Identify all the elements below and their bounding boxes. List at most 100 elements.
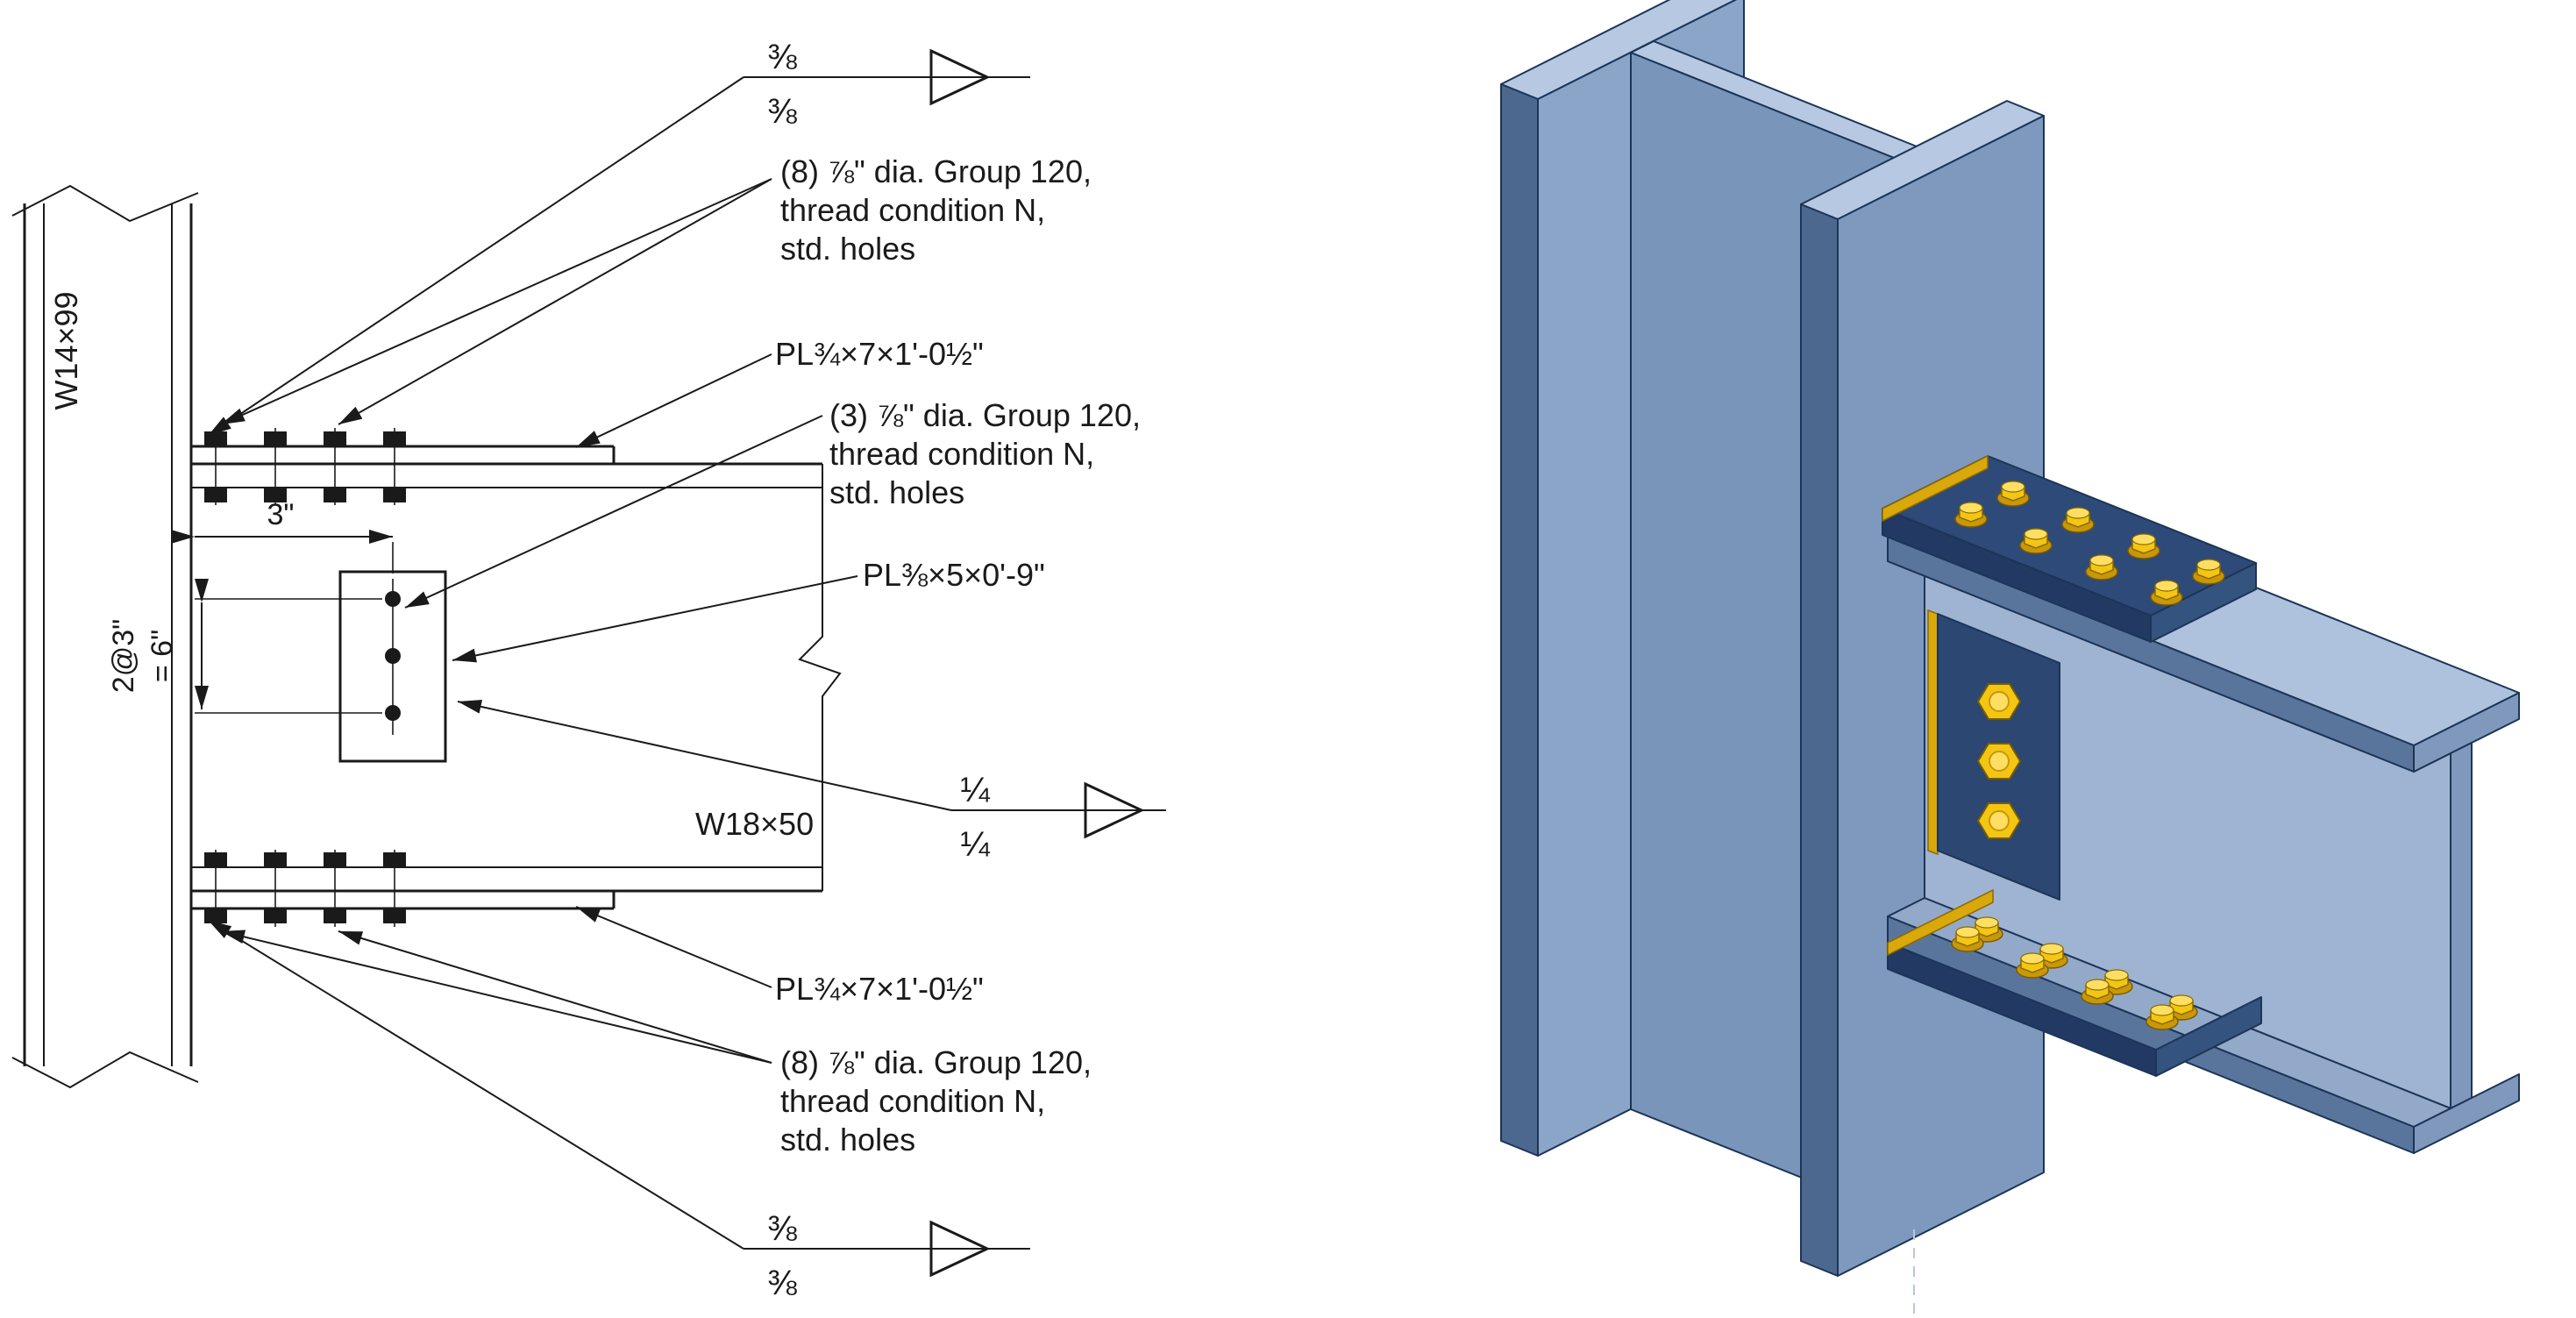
callout-web-bolts-line2: thread condition N, <box>829 436 1094 472</box>
bolt <box>264 488 287 502</box>
bolt <box>324 431 346 446</box>
plate-bottom-label: PL¾×7×1'-0½" <box>775 971 984 1007</box>
callout-top-bolts-line2: thread condition N, <box>780 192 1045 228</box>
render-top-plate <box>1882 454 2257 643</box>
leader-web-bolts <box>404 415 823 609</box>
bolt <box>204 488 227 502</box>
beam-size-label: W18×50 <box>695 806 814 842</box>
top-flange-plate <box>191 428 616 505</box>
weld-size-top: ⅜ <box>767 38 797 76</box>
leader-weld-web <box>457 699 952 811</box>
callout-web-bolts-line1: (3) ⅞" dia. Group 120, <box>829 397 1141 433</box>
bolt-3d <box>2127 533 2160 559</box>
dimension-horizontal: 3" <box>171 498 394 574</box>
weld-size-bottom: ¼ <box>960 825 990 864</box>
bolt-3d <box>2150 580 2183 606</box>
leader-lines <box>207 76 952 1250</box>
bolt-3d <box>2145 1004 2179 1030</box>
leader-weld-top <box>207 76 744 437</box>
weld-symbol-web: ¼ ¼ <box>951 771 1166 864</box>
render-3d <box>1500 0 2520 1315</box>
callout-web-bolts-line3: std. holes <box>829 474 964 510</box>
column-far-flange-edge <box>1500 83 1539 1157</box>
leader-plate-bottom <box>575 906 772 988</box>
web-bolt <box>385 648 401 664</box>
callout-bottom-bolts-line1: (8) ⅞" dia. Group 120, <box>780 1044 1092 1080</box>
web-plate-weld <box>1927 609 1939 856</box>
weld-symbol-bottom: ⅜ ⅜ <box>744 1209 1030 1302</box>
leader-bottom-bolts-2 <box>338 930 772 1064</box>
fillet-weld-triangle <box>929 1220 991 1278</box>
plate-web-label: PL⅜×5×0'-9" <box>863 557 1045 593</box>
web-bolt <box>385 705 401 721</box>
web-plate <box>338 570 447 763</box>
bolt <box>383 431 406 446</box>
column-near-flange-edge <box>1800 203 1839 1277</box>
weld-size-bottom: ⅜ <box>767 92 797 131</box>
leader-plate-top <box>575 353 772 448</box>
bolt-3d <box>2081 979 2114 1005</box>
render-column <box>1500 0 2045 1277</box>
dimension-vertical: 2@3" = 6" <box>107 579 382 714</box>
callouts: (8) ⅞" dia. Group 120, thread condition … <box>775 153 1141 1158</box>
bottom-plate-weld <box>1887 888 1994 957</box>
elevation-drawing: W14×99 W18×50 <box>11 38 1166 1302</box>
callout-bottom-bolts-line2: thread condition N, <box>780 1083 1045 1119</box>
column-size-label: W14×99 <box>48 291 84 410</box>
bolt <box>264 908 287 923</box>
bolt <box>383 852 406 867</box>
dimension-text: = 6" <box>146 630 179 682</box>
web-plate-bolts <box>1977 683 2021 839</box>
beam-break-symbol <box>798 464 842 891</box>
leader-bottom-bolts-1 <box>220 930 772 1064</box>
bolt-3d <box>2061 507 2095 533</box>
render-web-plate <box>1927 609 2060 901</box>
bolt <box>383 908 406 923</box>
bolt-3d <box>2192 559 2225 585</box>
bolt <box>324 908 346 923</box>
bolt-3d <box>1996 481 2030 507</box>
break-symbol-top <box>11 184 199 223</box>
bolt <box>383 488 406 502</box>
beam-web-end <box>2450 742 2473 1109</box>
web-bolt <box>385 591 401 607</box>
bolt <box>324 488 346 502</box>
flange-bolts-top <box>204 428 406 505</box>
leader-weld-bottom <box>207 919 744 1250</box>
flange-bolts-bottom <box>204 850 406 927</box>
break-symbol-bottom <box>11 1051 199 1089</box>
bolt <box>264 431 287 446</box>
weld-size-top: ⅜ <box>767 1209 797 1248</box>
weld-symbol-top: ⅜ ⅜ <box>744 38 1030 131</box>
bolt <box>204 852 227 867</box>
bottom-flange-plate <box>191 850 616 927</box>
render-bottom-plate <box>1887 888 2262 1077</box>
bolt <box>264 852 287 867</box>
column-elevation: W14×99 <box>11 184 199 1089</box>
bolt-3d <box>1954 502 1988 528</box>
bolt <box>204 908 227 923</box>
bolt <box>324 852 346 867</box>
fillet-weld-triangle <box>1084 781 1145 839</box>
callout-top-bolts-line3: std. holes <box>780 231 915 267</box>
weld-size-top: ¼ <box>960 771 990 809</box>
fillet-weld-triangle <box>929 48 991 106</box>
leader-top-bolts-2 <box>338 178 772 425</box>
bolt-3d <box>1951 926 1984 952</box>
bolt-3d <box>2016 952 2049 979</box>
bolt-3d <box>2019 528 2053 554</box>
leader-top-bolts-1 <box>220 178 772 425</box>
leader-web-plate <box>452 575 858 663</box>
weld-size-bottom: ⅜ <box>767 1264 797 1302</box>
plate-top-label: PL¾×7×1'-0½" <box>775 336 984 372</box>
bolt-3d <box>2085 554 2118 581</box>
beam-bottom-flange-side <box>1887 915 2415 1154</box>
top-plate-weld <box>1882 454 1989 523</box>
callout-top-bolts-line1: (8) ⅞" dia. Group 120, <box>780 153 1092 189</box>
dimension-text: 2@3" <box>107 619 140 693</box>
bottom-plate-end <box>2155 996 2262 1077</box>
bolt <box>204 431 227 446</box>
dimension-text: 3" <box>267 498 295 531</box>
